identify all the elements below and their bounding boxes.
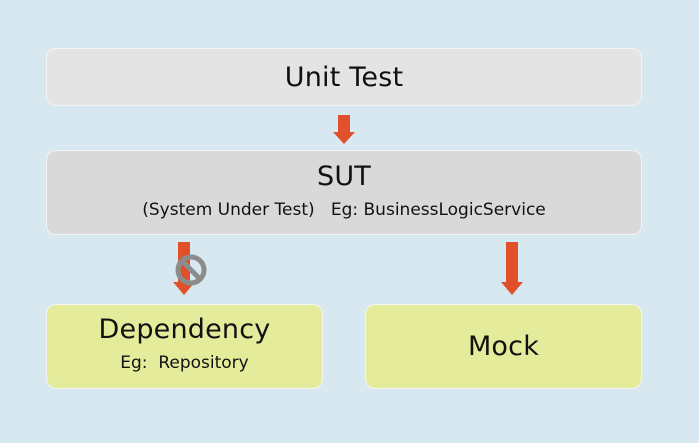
prohibited-icon [175, 254, 207, 286]
unit-test-title: Unit Test [284, 61, 404, 93]
mock-box: Mock [365, 304, 642, 389]
sut-title: SUT [317, 160, 371, 192]
arrow-sut-to-mock [501, 242, 523, 295]
dependency-title: Dependency [98, 313, 271, 345]
sut-example: Eg: BusinessLogicService [330, 199, 546, 220]
sut-subtitle: (System Under Test) [142, 199, 315, 220]
dependency-box: Dependency Eg: Repository [46, 304, 323, 389]
sut-description: (System Under Test) Eg: BusinessLogicSer… [142, 199, 546, 220]
arrow-unit-test-to-sut [333, 115, 355, 144]
sut-box: SUT (System Under Test) Eg: BusinessLogi… [46, 150, 642, 235]
unit-test-box: Unit Test [46, 48, 642, 106]
mock-title: Mock [467, 331, 540, 362]
dependency-example: Eg: Repository [120, 352, 249, 373]
